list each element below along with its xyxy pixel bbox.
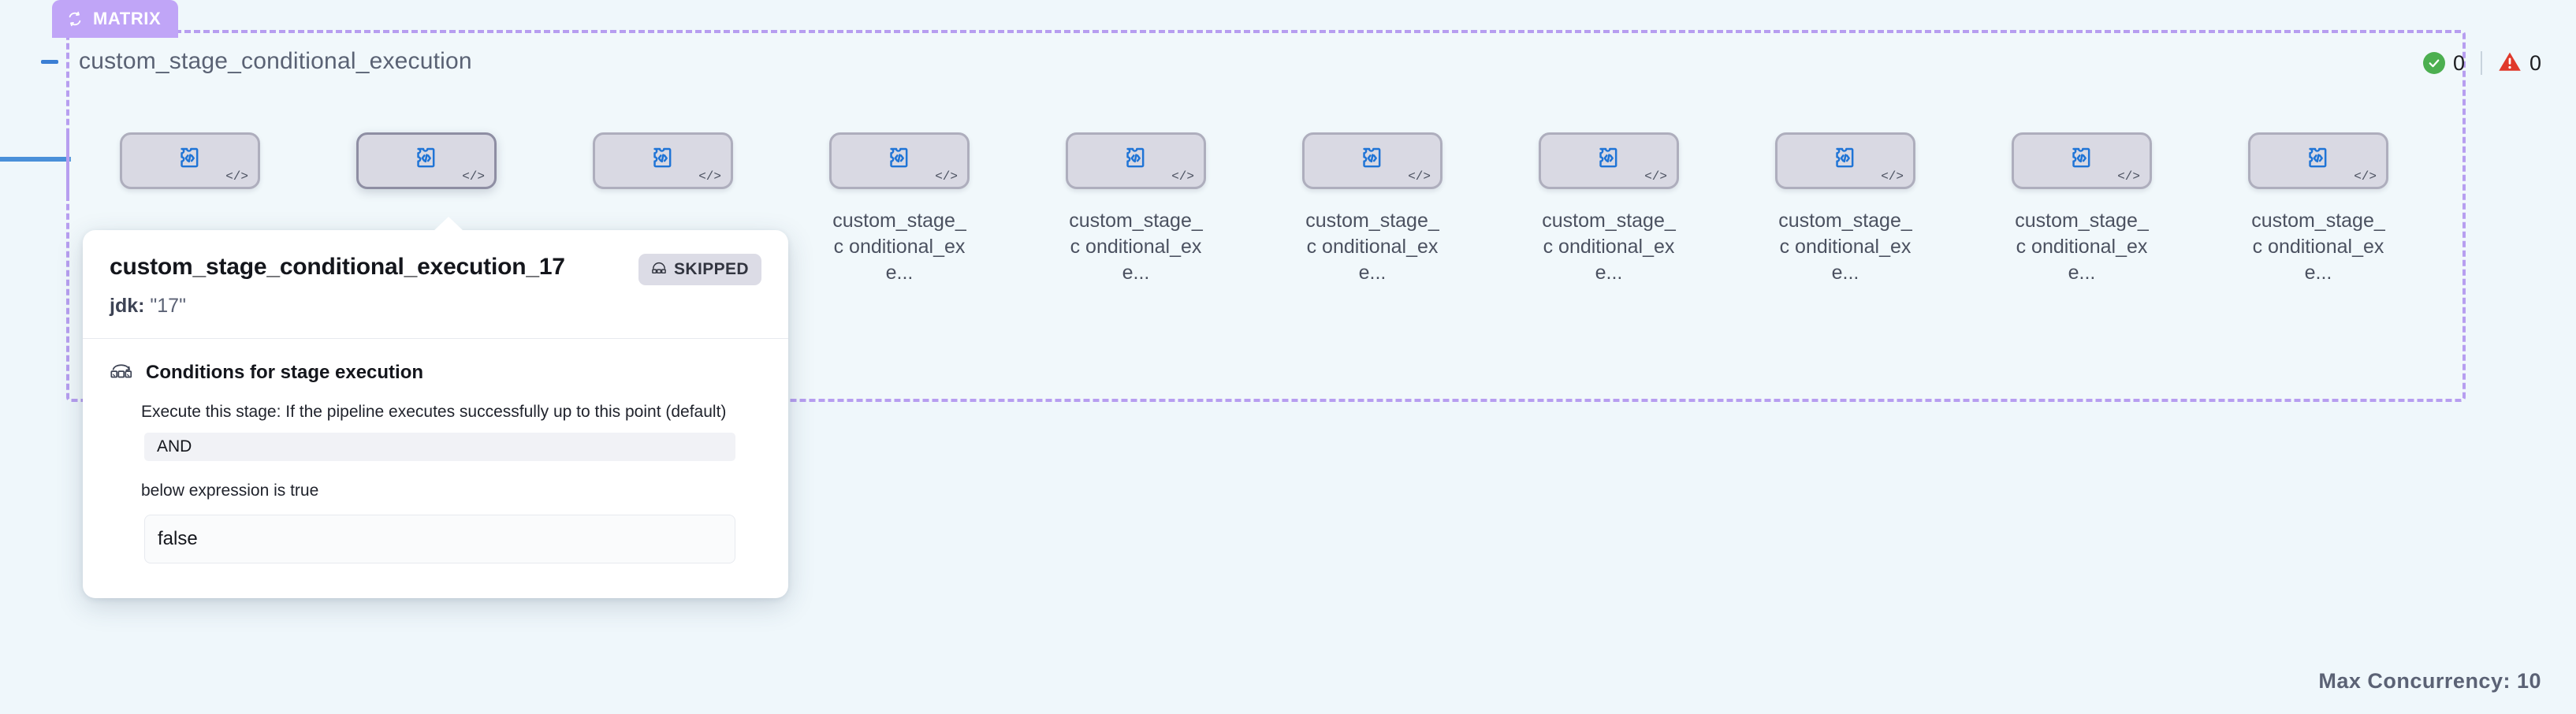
group-status-summary: 0 0 xyxy=(2422,49,2541,77)
conditions-description: Execute this stage: If the pipeline exec… xyxy=(141,403,727,421)
conditions-title: Conditions for stage execution xyxy=(146,361,424,383)
warning-triangle-icon xyxy=(2498,50,2522,76)
status-divider xyxy=(2480,51,2482,75)
code-brackets-icon: </> xyxy=(1408,169,1431,184)
matrix-node[interactable]: </>custom_stage_c onditional_exe... xyxy=(120,132,260,286)
popover-parameter-value: "17" xyxy=(150,295,186,317)
custom-stage-code-icon xyxy=(650,145,676,176)
warning-count: 0 xyxy=(2529,50,2541,75)
code-brackets-icon: </> xyxy=(1881,169,1904,184)
matrix-badge-label: MATRIX xyxy=(93,9,162,28)
custom-stage-code-icon xyxy=(886,145,913,176)
code-brackets-icon: </> xyxy=(2354,169,2377,184)
popover-body: Conditions for stage execution Execute t… xyxy=(83,339,788,598)
matrix-node-card[interactable]: </> xyxy=(1539,132,1679,189)
status-badge: SKIPPED xyxy=(638,254,761,285)
code-brackets-icon: </> xyxy=(225,169,248,184)
matrix-node[interactable]: </> custom_stage_c onditional_exe... xyxy=(1539,132,1679,286)
custom-stage-code-icon xyxy=(1122,145,1149,176)
matrix-node[interactable]: </> custom_stage_c onditional_exe... xyxy=(1775,132,1915,286)
code-brackets-icon: </> xyxy=(698,169,721,184)
code-brackets-icon: </> xyxy=(1171,169,1194,184)
skip-arc-icon xyxy=(651,260,667,279)
max-concurrency-label: Max Concurrency: 10 xyxy=(2318,669,2541,693)
matrix-node-label: custom_stage_c onditional_exe... xyxy=(2015,210,2149,284)
conditional-execution-icon xyxy=(110,359,133,385)
matrix-node-card[interactable]: </> xyxy=(120,132,260,189)
code-brackets-icon: </> xyxy=(1644,169,1667,184)
custom-stage-code-icon xyxy=(1359,145,1386,176)
matrix-node[interactable]: </>custom_stage_c onditional_exe... xyxy=(356,132,497,286)
code-brackets-icon: </> xyxy=(935,169,958,184)
matrix-node[interactable]: </> custom_stage_c onditional_exe... xyxy=(2012,132,2152,286)
stage-detail-popover: custom_stage_conditional_execution_17 jd… xyxy=(83,217,788,598)
popover-arrow xyxy=(434,217,463,231)
status-badge-label: SKIPPED xyxy=(674,260,749,278)
matrix-node-card[interactable]: </> xyxy=(1302,132,1442,189)
matrix-node-card[interactable]: </> xyxy=(593,132,733,189)
matrix-node-label: custom_stage_c onditional_exe... xyxy=(1778,210,1912,284)
matrix-node-label: custom_stage_c onditional_exe... xyxy=(1542,210,1676,284)
matrix-node-card[interactable]: </> xyxy=(2248,132,2388,189)
matrix-group-edge-anchor xyxy=(66,132,69,201)
custom-stage-code-icon xyxy=(1832,145,1859,176)
code-brackets-icon: </> xyxy=(2117,169,2140,184)
loop-icon xyxy=(66,10,84,28)
conditions-description-secondary: below expression is true xyxy=(141,482,319,500)
group-header: custom_stage_conditional_execution xyxy=(36,46,2544,77)
popover-divider xyxy=(83,338,788,339)
conditions-expression: false xyxy=(144,515,735,563)
matrix-node-label: custom_stage_c onditional_exe... xyxy=(2251,210,2385,284)
conditions-operator: AND xyxy=(144,433,735,461)
custom-stage-code-icon xyxy=(177,145,203,176)
matrix-node-card[interactable]: </> xyxy=(1066,132,1206,189)
matrix-node[interactable]: </> custom_stage_c onditional_exe... xyxy=(829,132,970,286)
group-title: custom_stage_conditional_execution xyxy=(79,48,472,74)
matrix-node-card[interactable]: </> xyxy=(356,132,497,189)
matrix-node-card[interactable]: </> xyxy=(1775,132,1915,189)
matrix-node[interactable]: </> custom_stage_c onditional_exe... xyxy=(1302,132,1442,286)
incoming-edge xyxy=(0,157,71,162)
matrix-badge: MATRIX xyxy=(52,0,179,38)
matrix-node[interactable]: </> custom_stage_c onditional_exe... xyxy=(2248,132,2388,286)
check-circle-icon xyxy=(2422,52,2445,74)
custom-stage-code-icon xyxy=(413,145,440,176)
custom-stage-code-icon xyxy=(2305,145,2332,176)
matrix-node-label: custom_stage_c onditional_exe... xyxy=(832,210,966,284)
matrix-node-label: custom_stage_c onditional_exe... xyxy=(1069,210,1203,284)
matrix-node[interactable]: </>custom_stage_c onditional_exe... xyxy=(593,132,733,286)
popover-title: custom_stage_conditional_execution_17 xyxy=(110,254,565,280)
matrix-node-label: custom_stage_c onditional_exe... xyxy=(1305,210,1439,284)
popover-parameter-key: jdk: xyxy=(110,295,145,317)
success-count: 0 xyxy=(2452,50,2465,75)
success-status: 0 xyxy=(2422,50,2465,76)
code-brackets-icon: </> xyxy=(462,169,485,184)
conditions-header: Conditions for stage execution xyxy=(110,359,761,385)
custom-stage-code-icon xyxy=(1595,145,1622,176)
popover-parameter: jdk: "17" xyxy=(110,295,761,318)
matrix-nodes-row: </> custom_stage_c onditional_exe... </> cu… xyxy=(66,132,2466,322)
minus-icon[interactable] xyxy=(36,48,63,75)
custom-stage-code-icon xyxy=(2068,145,2095,176)
matrix-node-card[interactable]: </> xyxy=(2012,132,2152,189)
matrix-node[interactable]: </> custom_stage_c onditional_exe... xyxy=(1066,132,1206,286)
popover-header: custom_stage_conditional_execution_17 jd… xyxy=(83,230,788,338)
matrix-node-card[interactable]: </> xyxy=(829,132,970,189)
warning-status: 0 xyxy=(2498,50,2541,76)
